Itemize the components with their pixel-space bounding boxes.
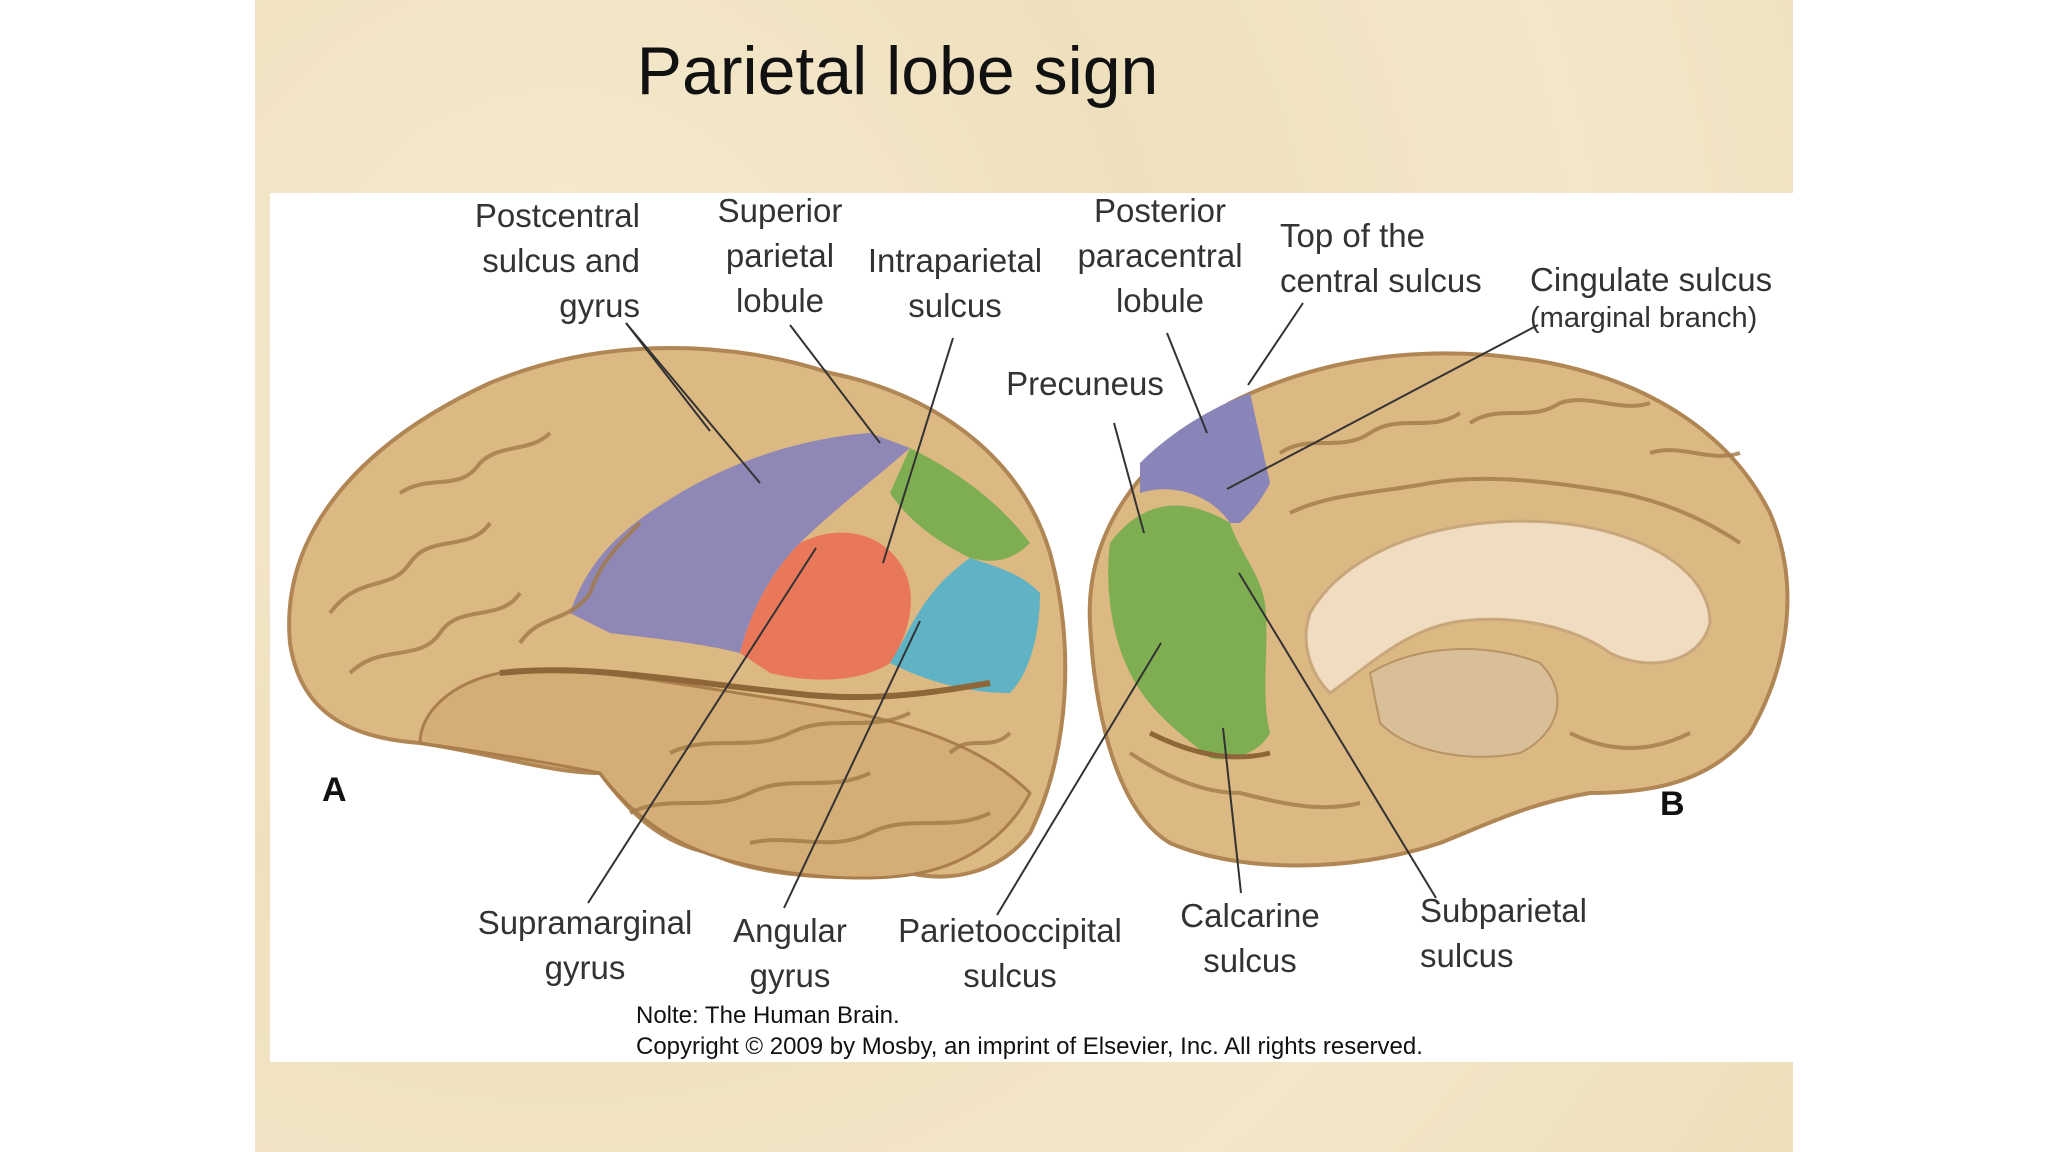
- label-cingulate: Cingulate sulcus: [1530, 261, 1773, 298]
- lateral-brain-view: [287, 346, 1068, 880]
- leader-angular: [783, 620, 921, 909]
- lateral-gyri: [328, 431, 1012, 845]
- label-calcarine: Calcarine sulcus: [1180, 897, 1320, 979]
- panel-label-a: A: [322, 771, 347, 809]
- slide-title: Parietal lobe sign: [636, 33, 1159, 109]
- brain-figure: Postcentral sulcus and gyrus Superior pa…: [270, 192, 1803, 1062]
- label-posterior-paracentral: Posterior paracentral lobule: [1077, 192, 1243, 319]
- leader-parietooccipital: [996, 642, 1162, 916]
- superior-parietal-region: [890, 448, 1030, 561]
- label-top-central: Top of the central sulcus: [1280, 217, 1482, 299]
- panel-label-b: B: [1660, 785, 1685, 823]
- precuneus-region: [1108, 505, 1270, 760]
- postcentral-region: [570, 433, 910, 653]
- leader-calcarine: [1222, 727, 1242, 894]
- label-cingulate-branch: (marginal branch): [1530, 302, 1758, 334]
- leader-cingulate: [1226, 324, 1539, 490]
- leader-subparietal: [1238, 572, 1437, 899]
- credit-copyright: Copyright © 2009 by Mosby, an imprint of…: [636, 1033, 1423, 1060]
- label-precuneus: Precuneus: [1006, 365, 1164, 402]
- credit-source: Nolte: The Human Brain.: [636, 1002, 900, 1029]
- leader-postcentral-2: [625, 322, 761, 484]
- leader-superior-parietal: [789, 324, 881, 444]
- paracentral-region: [1140, 393, 1270, 523]
- medial-gyri: [1128, 398, 1742, 810]
- leader-precuneus: [1113, 422, 1145, 534]
- label-supramarginal: Supramarginal gyrus: [477, 904, 693, 986]
- label-parietooccipital: Parietooccipital sulcus: [898, 912, 1122, 994]
- label-subparietal: Subparietal sulcus: [1420, 892, 1587, 974]
- corpus-callosum: [1304, 519, 1712, 695]
- label-superior-parietal: Superior parietal lobule: [717, 192, 843, 319]
- brain-illustration: [287, 302, 1790, 916]
- thalamus: [1368, 648, 1559, 758]
- leader-posterior-paracentral: [1166, 332, 1208, 434]
- label-postcentral: Postcentral sulcus and gyrus: [474, 197, 640, 324]
- leader-top-central: [1247, 302, 1304, 386]
- angular-region: [890, 558, 1040, 693]
- leader-intraparietal: [882, 337, 954, 564]
- calcarine-sulcus-line: [1148, 730, 1271, 760]
- leader-lines: [587, 302, 1539, 916]
- medial-brain-view: [1087, 351, 1790, 868]
- lateral-sulcus: [499, 667, 991, 701]
- leader-supramarginal: [587, 547, 817, 904]
- label-intraparietal: Intraparietal sulcus: [867, 242, 1043, 324]
- supramarginal-region: [740, 532, 911, 680]
- label-angular: Angular gyrus: [733, 912, 847, 994]
